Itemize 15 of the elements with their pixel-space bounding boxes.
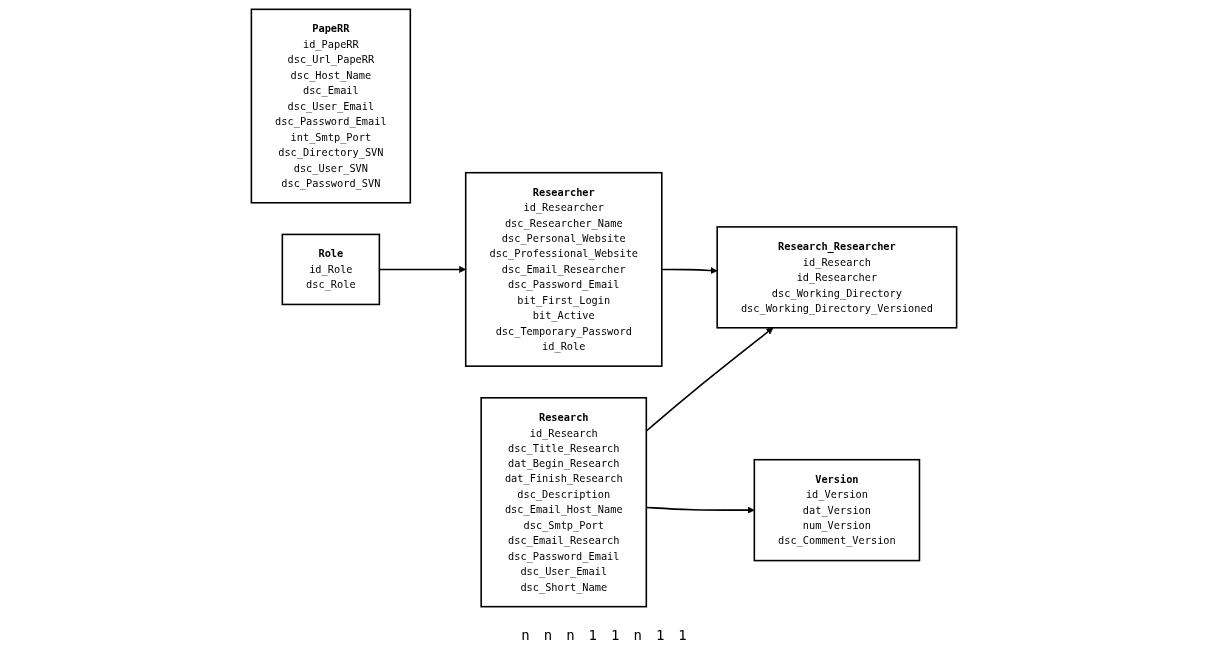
node-box: Role id_Role dsc_Role: [281, 233, 381, 305]
cardinality-label: n: [521, 627, 530, 643]
node-box: Version id_Version dat_Version num_Version dsc_Comment_Version: [753, 458, 921, 561]
cardinality-label: 1: [655, 627, 665, 643]
cardinality-label: 1: [678, 627, 687, 643]
node-box: Researcher id_Researcher dsc_Researcher_Name dsc_Personal_Website dsc_Professional_Website dsc_Email_Researcher dsc_Password_Email bit_First_Login bit_Active dsc_Temporary_Password id_Role: [464, 171, 663, 367]
cardinality-label: n: [566, 627, 575, 643]
arrow: [661, 266, 718, 274]
cardinality-label: 1: [588, 627, 597, 643]
cardinality-label: 1: [611, 627, 620, 643]
cardinality-label: n: [543, 627, 553, 643]
cardinality-label: n: [633, 627, 642, 643]
node-box: PapeRR id_PapeRR dsc_Url_PapeRR dsc_Host_Name dsc_Email dsc_User_Email dsc_Password_Email int_Smtp_Port dsc_Directory_SVN dsc_User_SVN dsc_Password_SVN: [250, 8, 412, 204]
node-box: Research_Researcher id_Research id_Researcher dsc_Working_Directory dsc_Working_Directory_Versioned: [716, 225, 958, 329]
node-box: Research id_Research dsc_Title_Research dat_Begin_Research dat_Finish_Research dsc_Description dsc_Email_Host_Name dsc_Smtp_Port dsc_Email_Research dsc_Password_Email dsc_User_Email dsc_Short_Name: [480, 396, 648, 607]
